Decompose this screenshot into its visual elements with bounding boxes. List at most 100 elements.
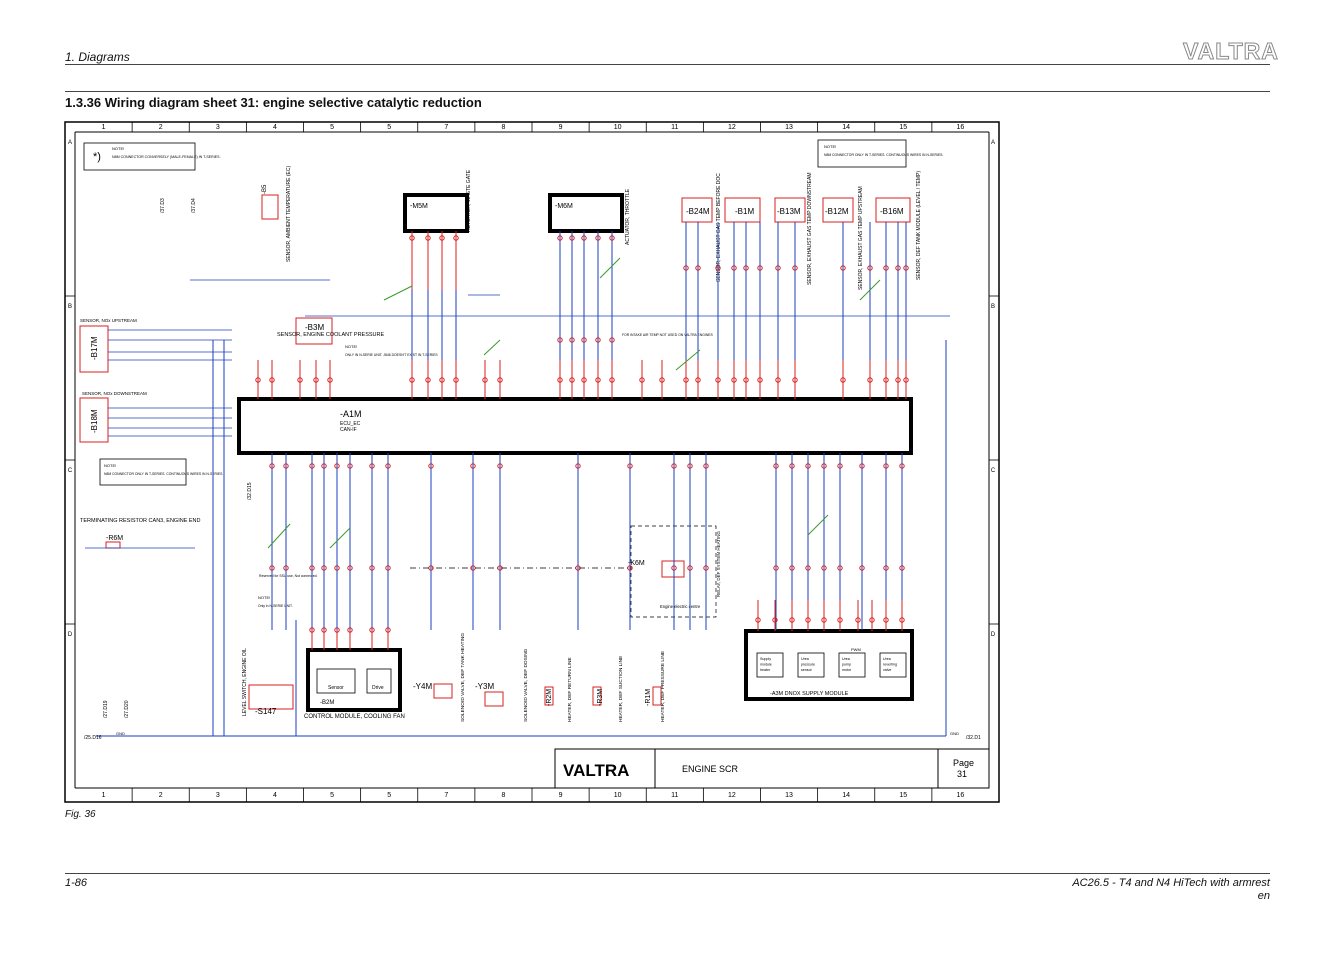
a3m-block-label-2-2: pressure (801, 663, 815, 667)
r1m-label: -R1M (645, 689, 652, 706)
k6m-box (661, 560, 685, 578)
b13m-desc: SENSOR, EXHAUST GAS TEMP DOWNSTREAM (807, 172, 813, 285)
y3m-label: -Y3M (475, 682, 494, 691)
a3m-block-label-1-2: module (760, 663, 772, 667)
b12m-label: -B12M (825, 207, 849, 216)
b1m-box (724, 197, 761, 223)
a3m-block (744, 629, 914, 701)
title-block (554, 748, 990, 789)
r1m-desc: HEATER, DEF PRESSURE LINE (660, 651, 666, 722)
grid-col-bottom-16: 16 (957, 792, 965, 799)
left-note-label: NOTE! (104, 463, 116, 468)
grid-col-bottom-10: 10 (614, 792, 622, 799)
r6m-label: -R6M (106, 535, 123, 542)
grid-col-top-4: 4 (273, 124, 277, 131)
k6m-label: -K6M (628, 560, 645, 567)
m5m-desc: ACTUATOR, WASTE GATE (466, 169, 472, 232)
valtra-logo: VALTRA (1183, 38, 1279, 65)
engine-electric-centre: Engine electric centre (660, 604, 701, 609)
a3m-block-label-2-3: sensor (801, 668, 813, 672)
grid-col-bottom-8: 8 (501, 792, 505, 799)
grid-col-top-6: 5 (387, 124, 391, 131)
titleblock-page-label: Page (953, 758, 974, 768)
grid-col-top-7: 7 (444, 124, 448, 131)
a3m-block-label-4-2: reverting (883, 663, 897, 667)
grid-col-top-5: 5 (330, 124, 334, 131)
b1m-label: -B1M (735, 207, 754, 216)
a3m-block-label-3-2: pump (842, 663, 851, 667)
y4m-label: -Y4M (413, 682, 432, 691)
b3m-box (295, 317, 333, 345)
grid-col-bottom-5: 5 (330, 792, 334, 799)
ref-37d4: /37.D4 (191, 198, 197, 213)
grid-col-top-10: 10 (614, 124, 622, 131)
a3m-label: -A3M DNOX SUPPLY MODULE (770, 691, 849, 697)
header-rule (65, 64, 1270, 65)
ref-37d3: /37.D3 (160, 198, 166, 213)
right-sheet-ref: /32.D1 (966, 735, 981, 741)
m5m-label: -M5M (410, 203, 428, 210)
b13m-label: -B13M (777, 207, 801, 216)
y3m-desc: SOLENOID VALVE, DEF DOSING (523, 648, 529, 722)
titleblock-page-number: 31 (957, 769, 967, 779)
title-rule (65, 91, 1270, 92)
b2m-desc: CONTROL MODULE, COOLING FAN (304, 714, 405, 720)
s147-desc: LEVEL SWITCH, ENGINE OIL (242, 648, 248, 716)
grid-row-left-D: D (68, 632, 73, 638)
b5-ambient-box (261, 194, 279, 220)
b3m-label: -B3M (305, 323, 324, 332)
b2m-block (306, 648, 402, 712)
footer-page: 1-86 (65, 877, 88, 889)
b18m-label: -B18M (90, 409, 99, 433)
section-header: 1. Diagrams (65, 50, 130, 64)
s147-label: -S147 (255, 707, 277, 716)
b17m-desc: SENSOR, NOx UPSTREAM (80, 318, 137, 323)
gnd-label-left: GND (116, 731, 125, 736)
grid-col-top-12: 12 (728, 124, 736, 131)
a3m-block-4 (879, 652, 907, 678)
grid-row-right-A: A (991, 140, 995, 146)
m5m-block (403, 193, 469, 233)
b24m-box (681, 197, 713, 223)
b2m-sensor: Sensor (328, 685, 344, 691)
b24m-label: -B24M (686, 207, 710, 216)
top-right-note-box (817, 139, 907, 168)
top-right-note-text: N8M CONNECTOR ONLY IN T-SERIES. CONTINUO… (824, 153, 943, 157)
grid-col-bottom-3: 3 (216, 792, 220, 799)
y3m-box (484, 691, 504, 707)
grid-col-bottom-1: 1 (102, 792, 106, 799)
s147-note-label: NOTE! (258, 595, 270, 600)
grid-col-top-1: 1 (102, 124, 106, 131)
ref-32d15: /32.D15 (247, 482, 253, 500)
left-note-text: N8M CONNECTOR ONLY IN T-SERIES. CONTINUO… (104, 472, 223, 476)
grid-row-right-C: C (991, 468, 996, 474)
y4m-desc: SOLENOID VALVE, DEF TANK HEATING (460, 633, 466, 722)
grid-row-left-A: A (68, 140, 72, 146)
left-sheet-ref: /25.D16 (84, 735, 102, 741)
b16m-box (875, 197, 911, 223)
ecu-sub-label-2: CAN-IF (340, 427, 357, 433)
r1m-box (652, 686, 662, 706)
grid-col-bottom-13: 13 (785, 792, 793, 799)
grid-column-markers: 1122334455557788991010111112121313141415… (102, 122, 965, 802)
b3m-desc: SENSOR, ENGINE COOLANT PRESSURE (277, 332, 385, 338)
m6m-desc: ACTUATOR, THROTTLE (625, 188, 631, 245)
grid-col-bottom-14: 14 (842, 792, 850, 799)
r2m-desc: HEATER, DEF RETURN LINE (567, 657, 573, 722)
star-note-text: N8M CONNECTOR CONVERSELY (MALE-FEMALE) I… (112, 155, 221, 159)
page-title: 1.3.36 Wiring diagram sheet 31: engine s… (65, 95, 482, 110)
r6m-resistor (105, 541, 121, 549)
left-note-box (99, 458, 187, 486)
b12m-box (822, 197, 854, 223)
a3m-block-label-3-3: motor (842, 668, 852, 672)
ref-27d20: /27.D20 (124, 700, 130, 718)
ecu-sub-label: ECU_EC (340, 421, 361, 427)
b5-ambient-desc: SENSOR, AMBIENT TEMPERATURE (EC) (286, 166, 292, 262)
b3m-note-label: NOTE! (345, 344, 357, 349)
star-note-box (83, 142, 196, 171)
a3m-block-label-1-3: heater (760, 668, 771, 672)
grid-col-bottom-15: 15 (899, 792, 907, 799)
b18m-box (79, 397, 109, 443)
